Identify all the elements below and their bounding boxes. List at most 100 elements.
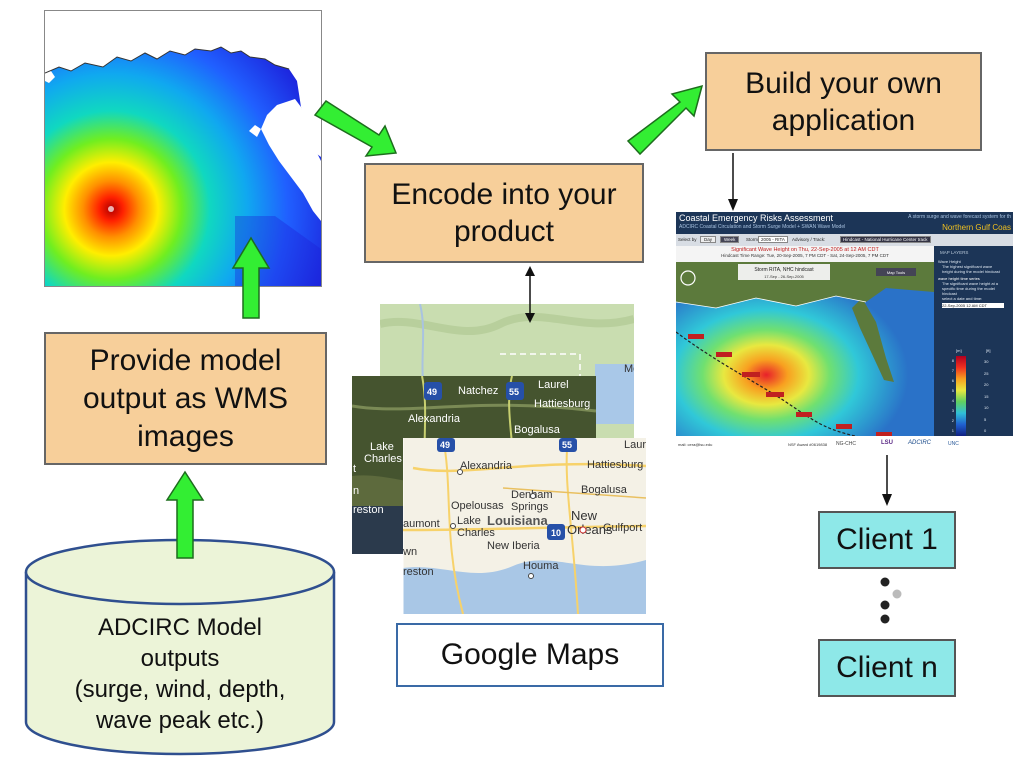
app-footer-nsf: NSF Award #0619838 [788,442,828,447]
road-louisiana: Louisiana [487,513,548,528]
road-bogalusa: Bogalusa [581,484,628,496]
road-lake: Lake [457,515,481,527]
google-maps-label: Google Maps [440,638,620,671]
sat-t: t [353,463,356,475]
provide-model-output-box: Provide model output as WMS images [44,332,327,465]
map-pan-icon [680,270,696,286]
green-arrow-diag-2 [626,84,704,156]
sat-lake: Lake [370,441,394,453]
database-cylinder-icon [24,538,336,756]
road-new: New [571,508,598,523]
legend-m-2: 6 [951,378,954,383]
app-subtitle: ADCIRC Coastal Circulation and Storm Sur… [679,224,846,230]
cera-app-screenshot: Coastal Emergency Risks Assessment ADCIR… [676,212,1013,452]
black-arrowhead-4 [882,494,892,506]
app-layer-2: The highest significant wave [942,264,993,269]
app-layer-4[interactable]: wave height time series [938,276,980,281]
legend-ft-2: 20 [984,382,989,387]
legend-m-1: 7 [951,368,954,373]
black-arrowhead-1 [728,199,738,211]
app-footer-unc: UNC [948,441,959,447]
adcirc-line-4: wave peak etc.) [95,707,265,734]
app-wave-map: Storm RITA, NHC hindcast 17-Sep - 26-Sep… [676,262,934,444]
road-charles: Charles [457,527,495,539]
app-range: Hindcast Time Range: Tue, 20-Sep-2005, 7… [721,253,889,258]
road-new-iberia: New Iberia [487,540,540,552]
build-line-1: Build your own [745,66,942,100]
ellipsis-dot-1 [880,577,890,587]
sat-hattiesburg: Hattiesburg [534,398,590,410]
provide-line-1: Provide model [89,343,282,377]
map-label-me: Me [624,363,634,375]
app-map-tools: Map Tools [887,270,905,275]
app-layer-8: select a date and time: [942,296,983,301]
sat-bogalusa: Bogalusa [514,424,561,436]
provide-line-2: output as WMS [82,381,289,415]
legend-ft-4: 10 [984,405,989,410]
provide-line-3: images [137,419,234,453]
google-maps-label-box: Google Maps [396,623,664,687]
app-layer-5: The significant wave height at a [942,281,999,286]
map-tools-button[interactable] [876,268,916,276]
app-title-right: A storm surge and wave forecast system f… [908,214,1011,220]
legend-ft-header: [ft] [986,348,991,353]
app-footer-lsu: LSU [881,440,893,446]
app-layer-1: Wave Height [938,259,961,264]
adcirc-line-2: outputs [140,645,220,672]
ellipsis-dot-4 [880,614,890,624]
sat-n: n [353,485,359,497]
build-application-box: Build your own application [705,52,982,151]
app-day-tab[interactable]: Day [700,236,717,243]
legend-m-5: 3 [951,408,954,413]
legend-ft-1: 25 [984,370,989,376]
road-alexandria: Alexandria [460,460,513,472]
shield-10-road: 10 [551,528,561,538]
road-orleans: Orleans [567,522,613,537]
encode-line-2: product [453,215,555,248]
shield-55-road: 55 [562,440,572,450]
road-map-image: 49 55 10 Alexandria Laurel Hattiesburg O… [403,438,646,614]
legend-ft-6: 0 [984,428,987,433]
app-storm-dates: 17-Sep - 26-Sep-2005 [764,274,804,279]
shield-55-sat: 55 [509,387,519,397]
sat-laurel: Laurel [538,379,569,391]
app-footer-adcirc: ADCIRC [908,440,932,446]
adcirc-line-1: ADCIRC Model [97,614,263,641]
app-subtitle-right: Northern Gulf Coas [942,223,1011,232]
legend-m-3: 5 [951,388,954,393]
app-select-by: Select by [678,237,697,242]
app-advisory-select[interactable]: Hindcast - National Hurricane Center tra… [840,236,931,243]
app-footer-mail[interactable]: mail: cera@lsu.edu [678,442,713,447]
green-arrow-up-1 [165,470,205,559]
legend-m-0: 8 [951,358,954,363]
road-gulfport: Gulfport [603,522,642,534]
app-storm-select[interactable]: 2005 - RITA [758,236,788,243]
build-line-2: application [771,103,916,137]
app-week-tab[interactable]: Week [720,236,740,243]
app-heading: Significant Wave Height on Thu, 22-Sep-2… [731,247,879,253]
ellipsis-dot-2 [892,589,902,599]
legend-m-header: [m] [956,348,962,353]
encode-line-1: Encode into your [391,178,617,211]
app-date-select[interactable]: 22-Sep-2005 12 AM CDT [942,303,1004,308]
legend-ft-0: 30 [984,359,989,364]
road-springs: Springs [511,501,549,513]
road-reston: reston [403,566,434,578]
app-footer-ngchc: NG-CHC [836,441,856,447]
road-wn: wn [403,546,417,558]
sat-natchez: Natchez [458,385,498,397]
sat-alexandria: Alexandria [408,413,461,425]
client-n-box: Client n [818,639,956,697]
app-title: Coastal Emergency Risks Assessment [679,213,834,223]
app-advisory-label: Advisory / Track: [792,237,826,242]
green-arrow-diag-1 [313,100,398,157]
encode-product-box: Encode into your product [364,163,644,263]
app-layer-3: height during the model hindcast [942,269,1000,274]
ellipsis-dot-3 [880,600,890,610]
legend-m-6: 2 [951,418,954,423]
app-layers-title: MAP LAYERS [940,250,969,255]
road-houma: Houma [523,560,559,572]
shield-49-sat: 49 [427,387,437,397]
app-storm-label: Storm: [746,237,760,242]
